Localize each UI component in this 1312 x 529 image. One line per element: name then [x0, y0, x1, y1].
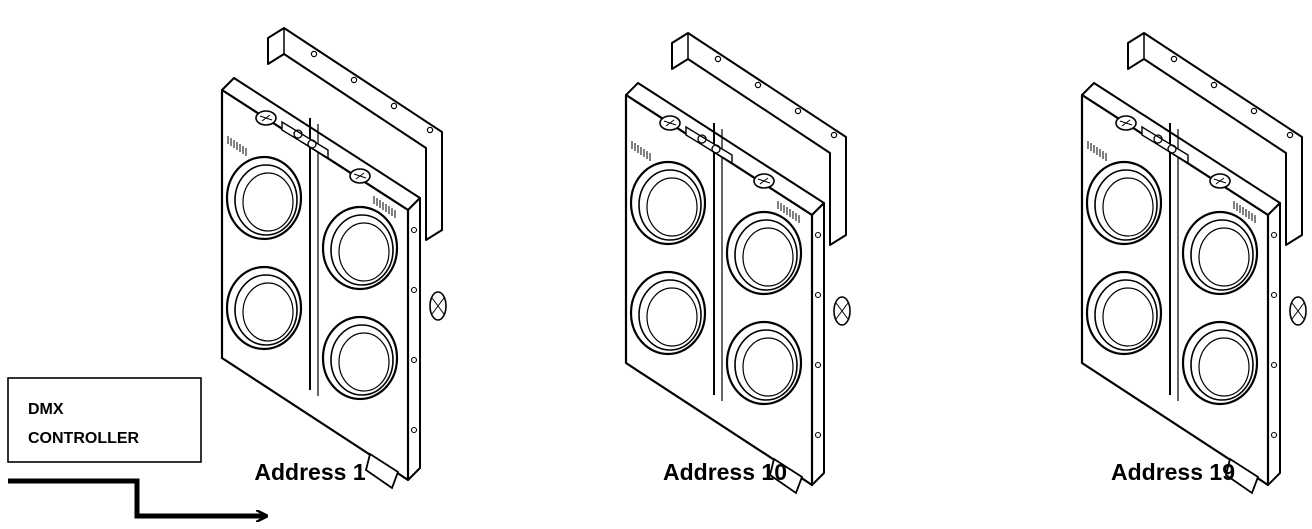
fixture-address-19: Address 19: [1080, 31, 1308, 495]
led-blinder-fixture-icon: [220, 26, 448, 490]
fixture-address-19-label: Address 19: [1111, 459, 1235, 485]
dmx-controller-label-line2: CONTROLLER: [28, 430, 140, 447]
fixture-address-10-label: Address 10: [663, 459, 787, 485]
fixture-address-1: Address 1: [220, 26, 448, 490]
dmx-controller-box: [7, 377, 202, 463]
led-blinder-fixture-icon: [624, 31, 852, 495]
fixture-address-10: Address 10: [624, 31, 852, 495]
fixture-address-1-label: Address 1: [254, 459, 365, 485]
led-blinder-fixture-icon: [1080, 31, 1308, 495]
dmx-signal-arrow-icon: [8, 478, 266, 516]
dmx-controller-label-line1: DMX: [28, 401, 64, 418]
dmx-controller: DMX CONTROLLER: [7, 377, 202, 463]
